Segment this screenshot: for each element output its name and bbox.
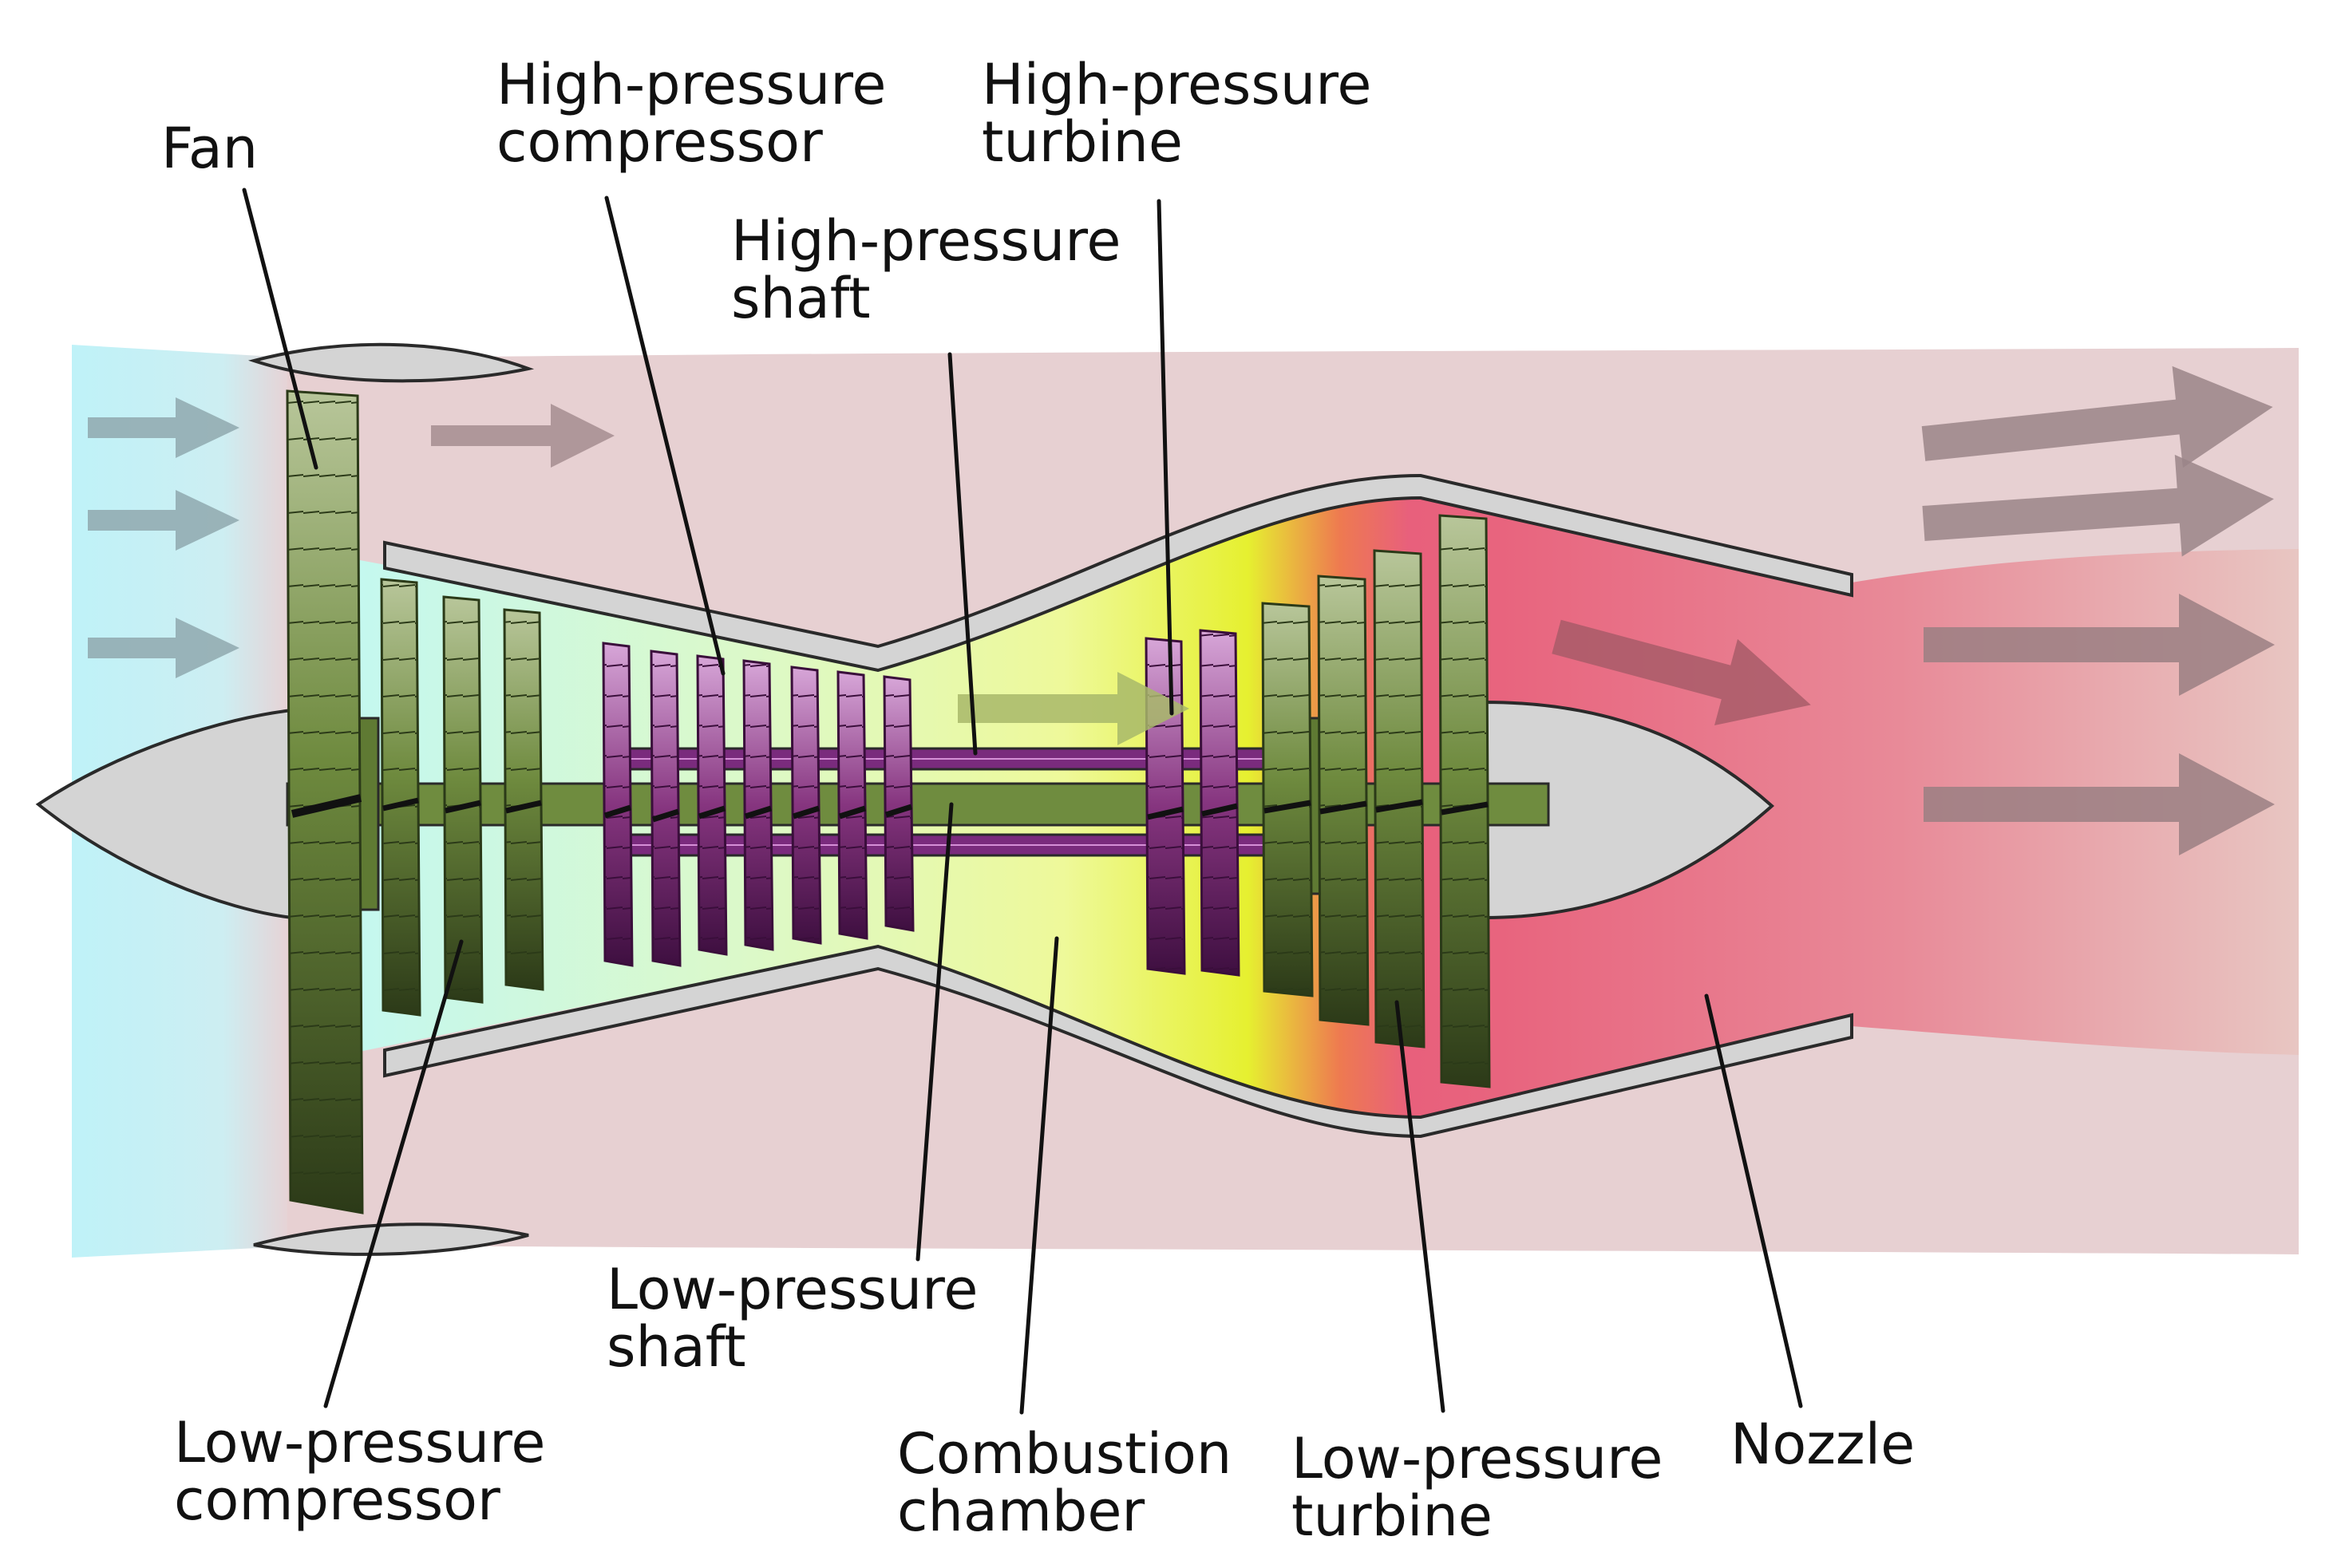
blade-band (505, 800, 542, 814)
label-hp-shaft: High-pressure shaft (731, 208, 1139, 331)
blade-band (1319, 800, 1367, 815)
flow-arrow-icon (88, 618, 239, 678)
blade-band (1147, 806, 1184, 820)
leader-lines (242, 188, 1803, 1415)
label-hp-compressor: High-pressure compressor (496, 52, 904, 175)
blade-segments (884, 677, 913, 930)
label-lp-shaft: Low-pressure shaft (607, 1257, 996, 1380)
blade-band (744, 805, 773, 820)
blade-band (698, 805, 726, 820)
casings (35, 342, 1853, 1256)
blade-segments (651, 651, 680, 966)
label-nozzle: Nozzle (1730, 1412, 1915, 1477)
blade-band (651, 808, 680, 823)
core-casing-top (383, 473, 1853, 673)
blade-band (884, 804, 913, 818)
flow-arrow-icon (958, 672, 1189, 745)
blade-band (1375, 799, 1423, 813)
leader-hp-compressor (604, 196, 726, 676)
fan-blade (286, 389, 364, 1215)
blade-segments (1319, 576, 1368, 1025)
high-pressure-compressor-blades (602, 642, 915, 967)
blade-segments (838, 672, 867, 938)
blade-band (382, 797, 419, 812)
blade-segments (603, 643, 632, 966)
flow-arrow-icon (1552, 619, 1811, 726)
blade-band (1441, 801, 1489, 816)
blade-band (1263, 800, 1311, 814)
blade-band (445, 800, 481, 814)
blade-band (838, 805, 867, 820)
leader-lp-shaft (915, 802, 954, 1262)
blade-segments (792, 667, 821, 943)
blade-segments (1440, 515, 1489, 1087)
leader-lp-compressor (323, 939, 464, 1408)
label-lp-turbine: Low-pressure turbine (1291, 1426, 1681, 1549)
nacelle-lip-bottom (253, 1222, 529, 1256)
core-casing-bottom (383, 944, 1853, 1139)
flow-arrow-icon (1924, 753, 2275, 855)
leader-fan (242, 188, 318, 470)
label-hp-turbine: High-pressure turbine (982, 52, 1390, 175)
blade-band (603, 804, 632, 819)
blade-segments (382, 579, 420, 1015)
leader-hp-shaft (947, 352, 978, 756)
blade-segments (1200, 630, 1239, 975)
blade-band (1201, 803, 1238, 817)
label-lp-compressor: Low-pressure compressor (174, 1410, 563, 1533)
nacelle-lip-top (247, 342, 535, 383)
leader-lp-turbine (1394, 1000, 1445, 1413)
leader-nozzle (1704, 993, 1803, 1408)
low-pressure-compressor-blades (380, 578, 544, 1017)
low-pressure-turbine-blades (1261, 514, 1491, 1088)
flow-arrow-icon (1924, 594, 2275, 696)
leader-hp-turbine (1157, 199, 1174, 716)
label-combustion: Combustion chamber (897, 1421, 1250, 1544)
flow-arrows (88, 365, 2275, 855)
flow-arrow-icon (1922, 454, 2274, 557)
flow-arrow-icon (1921, 365, 2273, 468)
blade-segments (504, 610, 543, 989)
blade-segments (1374, 551, 1424, 1047)
blade-segments (744, 661, 773, 950)
flow-arrow-icon (431, 404, 615, 468)
blade-segments (698, 656, 726, 954)
labels: Fan High-pressure compressor High-pressu… (161, 52, 1915, 1549)
exhaust-cone (1483, 700, 1775, 920)
blade-band (792, 805, 821, 820)
blade-segments (1146, 638, 1184, 974)
flow-arrow-icon (88, 490, 239, 551)
leader-combustion (1019, 936, 1059, 1415)
blade-segments (1263, 603, 1312, 996)
blade-segments (444, 597, 482, 1002)
flow-arrow-icon (88, 397, 239, 458)
label-fan: Fan (161, 116, 258, 181)
